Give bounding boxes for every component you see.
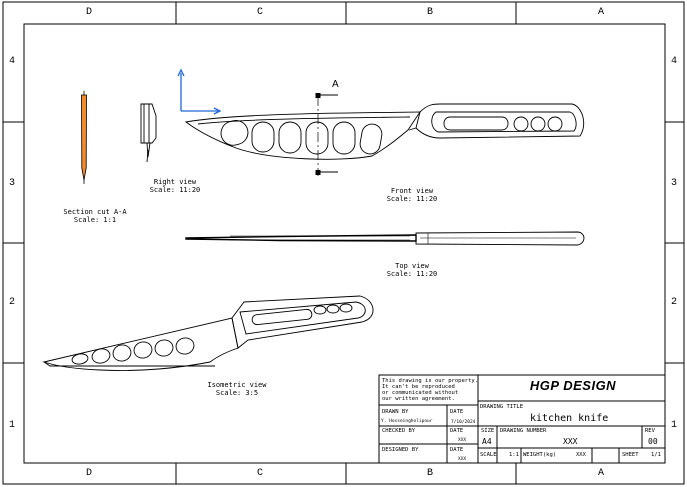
drawn-by-value: Y. Hosseingholipour: [381, 419, 433, 424]
checked-by-label: CHECKED BY: [382, 428, 416, 434]
section-view-caption: Section cut A-A Scale: 1:1: [50, 208, 140, 224]
section-view-name: Section cut A-A: [63, 208, 127, 216]
front-view-name: Front view: [390, 187, 434, 195]
weight-label: WEIGHT(kg): [523, 452, 557, 458]
rev-label: REV: [645, 428, 655, 434]
zone-label-right-1: 1: [671, 420, 678, 431]
top-view-name: Top view: [395, 262, 429, 270]
zone-label-left-2: 2: [9, 297, 16, 308]
right-view-drawing: [140, 103, 157, 163]
notice-line-1: This drawing is our property.: [382, 378, 479, 384]
drawing-number-value: XXX: [563, 437, 578, 446]
zone-label-top-a: A: [598, 7, 605, 18]
zone-label-left-3: 3: [9, 178, 16, 189]
designed-date-label: DATE: [450, 447, 464, 453]
top-view-caption: Top view Scale: 11:20: [367, 262, 457, 278]
size-value: A4: [482, 437, 492, 446]
zone-label-left-1: 1: [9, 420, 16, 431]
scale-value: 1:1: [509, 452, 519, 458]
top-view-scale: Scale: 11:20: [386, 270, 438, 278]
zone-label-bottom-b: B: [427, 468, 434, 479]
section-cut-drawing: [81, 91, 87, 184]
drawing-title-label: DRAWING TITLE: [480, 404, 524, 410]
checked-date-value: XXX: [458, 438, 467, 443]
weight-value: XXX: [576, 452, 586, 458]
drawn-date-value: 7/10/2024: [451, 420, 476, 425]
zone-label-left-4: 4: [9, 56, 16, 67]
designed-date-value: XXX: [458, 457, 467, 462]
zone-label-top-b: B: [427, 7, 434, 18]
zone-label-right-2: 2: [671, 297, 678, 308]
isometric-view-caption: Isometric view Scale: 3:5: [192, 381, 282, 397]
drawn-by-label: DRAWN BY: [382, 409, 409, 415]
zone-label-bottom-c: C: [257, 468, 264, 479]
zone-label-bottom-a: A: [598, 468, 605, 479]
zone-label-right-3: 3: [671, 178, 678, 189]
front-view-caption: Front view Scale: 11:20: [367, 187, 457, 203]
drawing-title-value: kitchen knife: [530, 413, 609, 424]
size-label: SIZE: [481, 428, 495, 434]
front-view-scale: Scale: 11:20: [386, 195, 438, 203]
notice-line-2: It can't be reproduced: [382, 384, 455, 390]
isometric-view-scale: Scale: 3:5: [215, 389, 259, 397]
notice-line-3: or communicated without: [382, 390, 459, 396]
property-notice: This drawing is our property. It can't b…: [382, 378, 478, 402]
drawing-number-label: DRAWING NUMBER: [500, 428, 547, 434]
right-view-scale: Scale: 11:20: [149, 186, 201, 194]
right-view-name: Right view: [153, 178, 197, 186]
checked-date-label: DATE: [450, 428, 464, 434]
section-marker-label: A: [332, 79, 339, 90]
isometric-view-drawing: [42, 295, 374, 371]
section-view-scale: Scale: 1:1: [73, 216, 117, 224]
title-block-frame: [378, 374, 666, 464]
zone-label-bottom-d: D: [86, 468, 93, 479]
front-view-drawing: [177, 68, 585, 176]
company-name: HGP DESIGN: [529, 378, 617, 393]
rev-value: 00: [648, 437, 658, 446]
sheet-label: SHEET: [622, 452, 639, 458]
zone-label-right-4: 4: [671, 56, 678, 67]
drawn-date-label: DATE: [450, 409, 464, 415]
zone-label-top-d: D: [86, 7, 93, 18]
zone-dividers: [3, 2, 684, 484]
sheet-value: 1/1: [651, 452, 661, 458]
zone-label-top-c: C: [257, 7, 264, 18]
isometric-view-name: Isometric view: [207, 381, 267, 389]
inner-border: [23, 23, 666, 464]
scale-label: SCALE: [480, 452, 497, 458]
top-view-drawing: [185, 231, 585, 246]
right-view-caption: Right view Scale: 11:20: [130, 178, 220, 194]
designed-by-label: DESIGNED BY: [382, 447, 419, 453]
notice-line-4: our written agreement.: [382, 396, 455, 402]
